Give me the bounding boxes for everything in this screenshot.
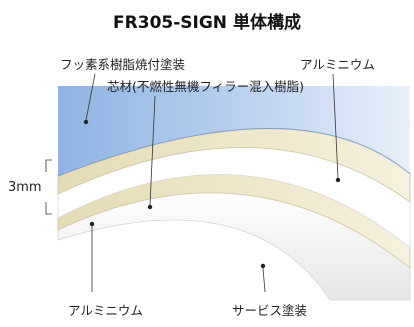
aluminium-top-label: アルミニウム bbox=[300, 57, 375, 72]
diagram-title: FR305-SIGN 単体構成 bbox=[113, 13, 301, 33]
aluminium-bottom-label: アルミニウム bbox=[68, 303, 143, 318]
fluoro-coating-layer bbox=[58, 86, 410, 176]
fluoro-coating-label: フッ素系樹脂焼付塗装 bbox=[60, 57, 186, 72]
thickness-label: 3mm bbox=[8, 180, 42, 195]
service-coating-label: サービス塗装 bbox=[232, 303, 308, 318]
core-label: 芯材(不燃性無機フィラー混入樹脂) bbox=[107, 79, 305, 94]
